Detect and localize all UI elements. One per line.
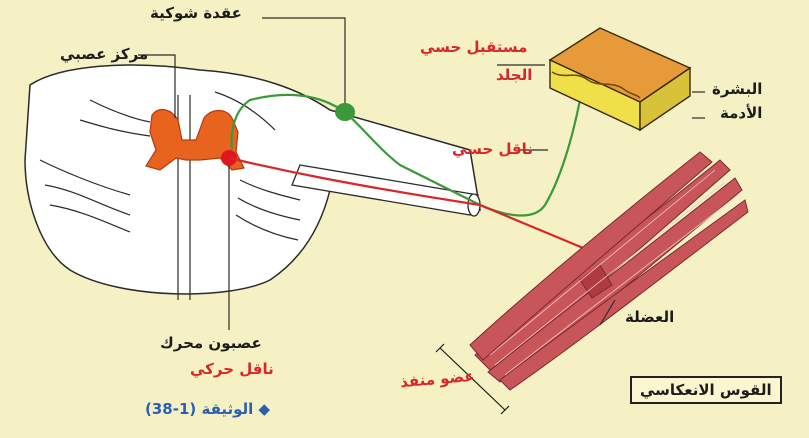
muscle — [470, 152, 748, 390]
document-reference-text: الوثيقة (1-38) — [145, 400, 253, 418]
label-dermis: الأدمة — [720, 104, 762, 122]
label-skin: الجلد — [496, 66, 532, 84]
document-reference: ◆ الوثيقة (1-38) — [145, 400, 270, 418]
label-spinal-ganglion: عقدة شوكية — [150, 4, 242, 22]
label-sensory-conductor: ناقل حسي — [452, 140, 533, 158]
label-muscle: العضلة — [625, 308, 674, 326]
label-motor-conductor: ناقل حركي — [190, 360, 274, 378]
title-box-reflex-arc: القوس الانعكاسي — [630, 376, 782, 404]
diamond-icon: ◆ — [259, 400, 271, 418]
skin-block — [550, 28, 690, 130]
label-nerve-center: مركز عصبي — [60, 45, 148, 63]
label-epidermis: البشرة — [712, 80, 762, 98]
label-sensory-receptor: مستقبل حسي — [420, 38, 527, 56]
label-motor-neuron: عصبون محرك — [160, 334, 262, 352]
